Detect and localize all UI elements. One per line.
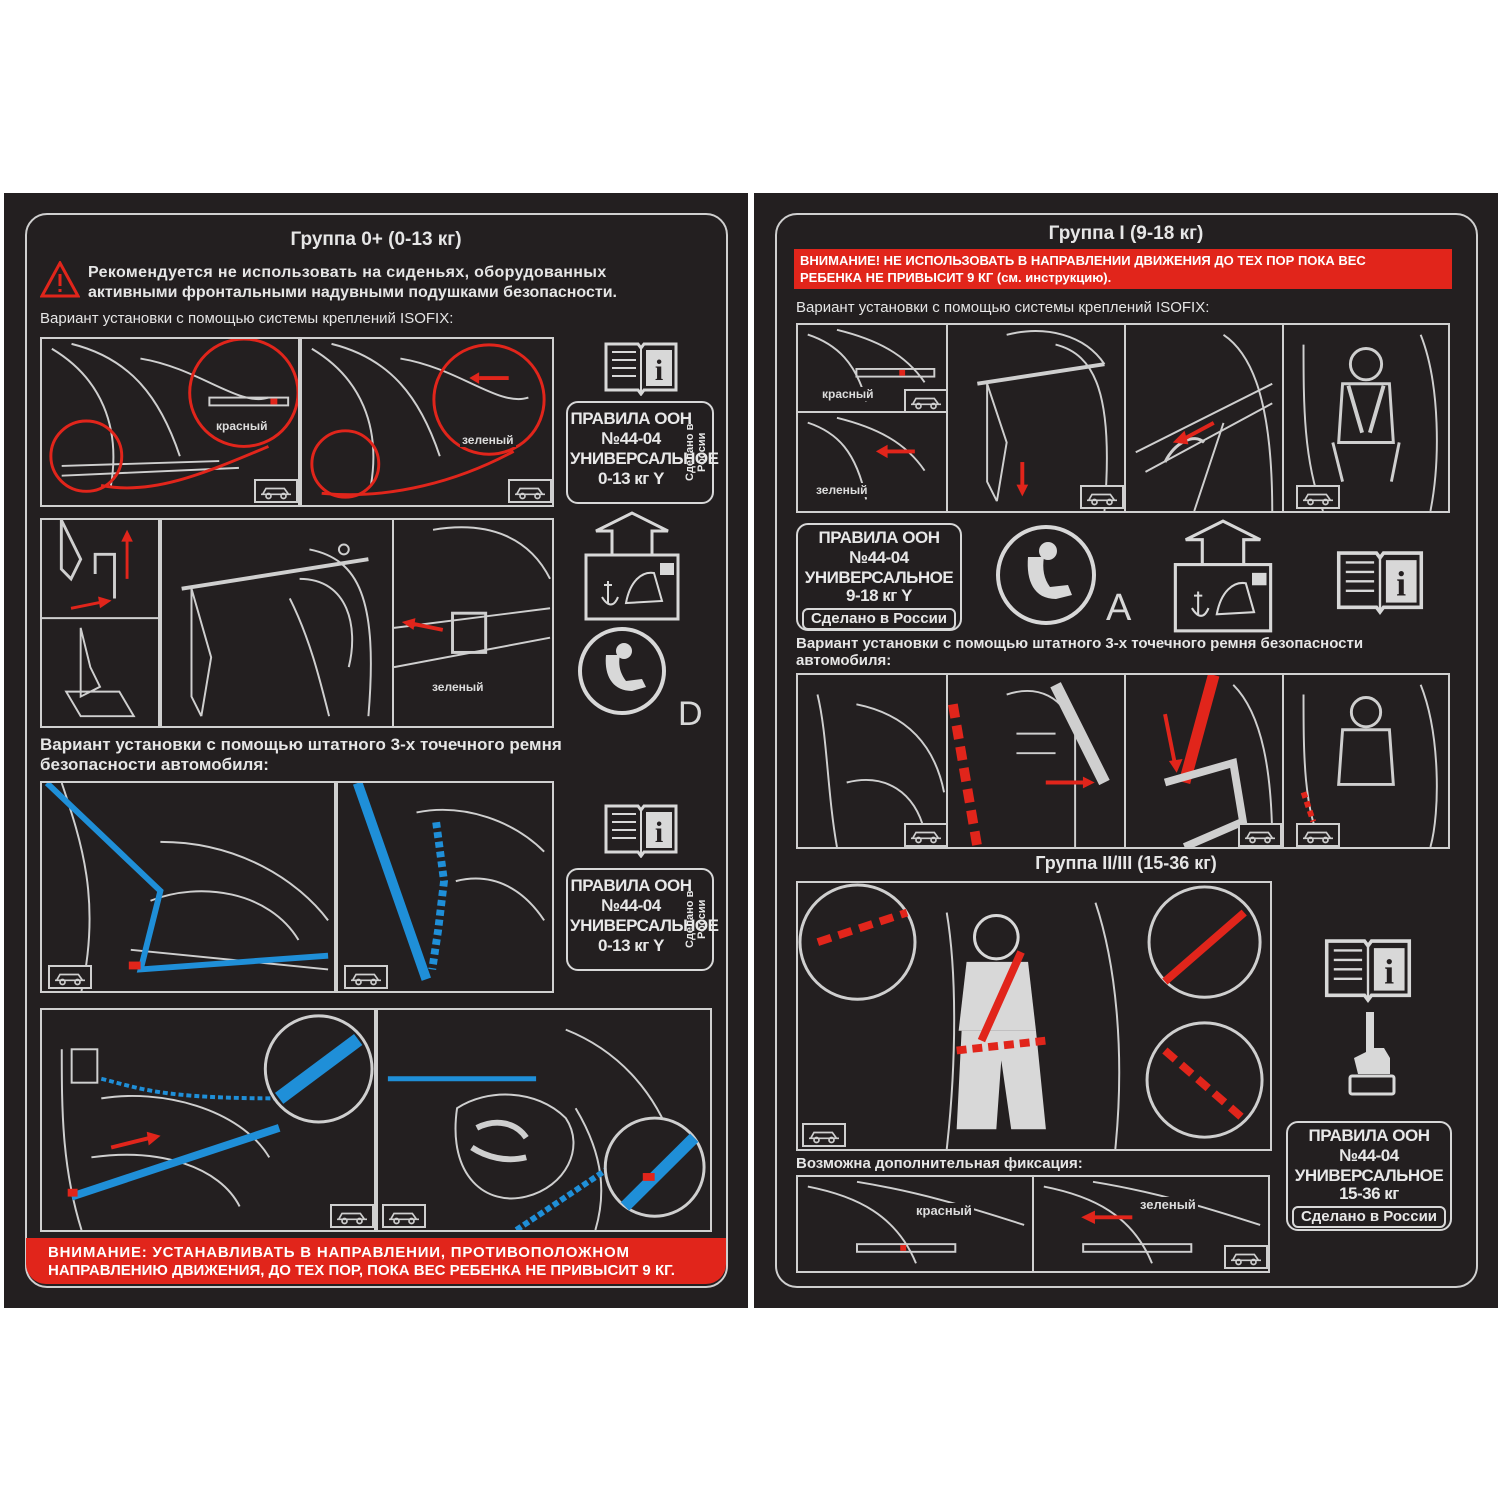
label-green-2: зеленый <box>1138 1197 1198 1212</box>
right-belt-step4 <box>1282 673 1450 849</box>
made-in-russia: Сделано в России <box>684 423 708 482</box>
extra-fixation-red: красный <box>796 1175 1034 1273</box>
left-isofix-heading: Вариант установки с помощью системы креп… <box>40 310 454 327</box>
isofix-step2-illustration: зеленый <box>300 337 554 507</box>
belt-routing-rear-view <box>40 1008 376 1232</box>
isofix-step1-illustration: красный <box>40 337 300 507</box>
isofix-latch-detail <box>40 518 160 728</box>
pointing-finger-icon <box>1348 1012 1396 1096</box>
label-red: красный <box>214 419 270 433</box>
car-icon <box>508 479 552 503</box>
right-belt-step1 <box>796 673 948 849</box>
un-regulation-badge: ПРАВИЛА ООН №44-04 УНИВЕРСАЛЬНОЕ 0-13 кг… <box>566 401 719 504</box>
left-title: Группа 0+ (0-13 кг) <box>290 229 462 250</box>
made-in-russia: Сделано в России <box>802 608 956 630</box>
car-icon <box>1224 1245 1268 1269</box>
right-isofix-step1: красный <box>796 323 948 413</box>
right-frame <box>775 213 1478 1288</box>
car-icon <box>1296 823 1340 847</box>
bottom-warning-line2: НАПРАВЛЕНИЮ ДВИЖЕНИЯ, ДО ТЕХ ПОР, ПОКА В… <box>48 1262 675 1279</box>
car-icon <box>904 823 946 847</box>
manual-book-icon: i <box>604 342 678 396</box>
right-belt-heading-line2: автомобиля: <box>796 652 892 669</box>
left-belt-heading-line1: Вариант установки с помощью штатного 3-х… <box>40 735 562 754</box>
isofix-class-letter: D <box>678 695 703 733</box>
label-red-2: красный <box>914 1203 974 1218</box>
isofix-size-class-icon <box>996 525 1096 625</box>
isofix-seat-install <box>160 518 394 728</box>
belt-install-side-view <box>40 781 336 993</box>
label-green: зеленый <box>460 433 516 447</box>
label-green-2: зеленый <box>430 680 486 694</box>
right-isofix-step5 <box>1282 323 1450 513</box>
isofix-class-letter: A <box>1106 587 1132 629</box>
right-isofix-step3 <box>946 323 1126 513</box>
manual-book-icon: i <box>604 804 678 858</box>
car-icon <box>330 1204 374 1228</box>
car-icon <box>802 1123 846 1147</box>
bottom-warning-bar <box>26 1238 726 1284</box>
made-in-russia: Сделано в России <box>684 890 708 949</box>
isofix-size-class-icon <box>578 627 666 715</box>
un-regulation-badge-right: ПРАВИЛА ООН №44-04 УНИВЕРСАЛЬНОЕ 9-18 кг… <box>796 523 962 631</box>
right-belt-step3 <box>1124 673 1284 849</box>
car-icon <box>48 965 92 989</box>
car-icon <box>1296 485 1340 509</box>
top-warning-line1: ВНИМАНИЕ! НЕ ИСПОЛЬЗОВАТЬ В НАПРАВЛЕНИИ … <box>800 253 1366 268</box>
belt-install-front-view <box>336 781 554 993</box>
left-belt-heading-line2: безопасности автомобиля: <box>40 755 269 774</box>
svg-text:i: i <box>655 816 663 849</box>
left-sheet: Группа 0+ (0-13 кг) Рекомендуется не исп… <box>4 193 748 1308</box>
right-isofix-heading: Вариант установки с помощью системы креп… <box>796 299 1210 316</box>
right-sheet: Группа I (9-18 кг) ВНИМАНИЕ! НЕ ИСПОЛЬЗО… <box>754 193 1498 1308</box>
right-belt-heading-line1: Вариант установки с помощью штатного 3-х… <box>796 635 1364 652</box>
svg-text:i: i <box>1384 952 1394 992</box>
car-icon <box>1080 485 1124 509</box>
left-warning-line2: активными фронтальными надувными подушка… <box>88 284 617 301</box>
un-regulation-badge-2: ПРАВИЛА ООН №44-04 УНИВЕРСАЛЬНОЕ 0-13 кг… <box>566 868 719 971</box>
extra-fixation-green: зеленый <box>1032 1175 1270 1273</box>
right-belt-step2 <box>946 673 1126 849</box>
label-red: красный <box>820 387 876 401</box>
car-icon <box>382 1204 426 1228</box>
label-green: зеленый <box>814 483 870 497</box>
right-title: Группа I (9-18 кг) <box>1048 223 1204 244</box>
car-icon <box>344 965 388 989</box>
car-icon <box>1238 823 1282 847</box>
isofix-connector-detail: зеленый <box>392 518 554 728</box>
left-frame <box>25 213 728 1288</box>
top-warning-bar <box>794 249 1452 289</box>
car-icon <box>904 389 946 411</box>
warning-icon <box>40 261 80 298</box>
right-isofix-step4 <box>1124 323 1284 513</box>
extra-fixation-heading: Возможна дополнительная фиксация: <box>796 1155 1083 1172</box>
bottom-warning-line1: ВНИМАНИЕ: УСТАНАВЛИВАТЬ В НАПРАВЛЕНИИ, П… <box>48 1244 630 1261</box>
install-direction-icon <box>1173 519 1273 633</box>
un-regulation-badge-group2: ПРАВИЛА ООН №44-04 УНИВЕРСАЛЬНОЕ 15-36 к… <box>1286 1121 1452 1231</box>
svg-text:i: i <box>655 354 663 387</box>
car-icon <box>254 479 298 503</box>
left-warning-line1: Рекомендуется не использовать на сиденья… <box>88 264 607 281</box>
top-warning-line2: РЕБЕНКА НЕ ПРИВЫСИТ 9 КГ (см. инструкцию… <box>800 270 1112 285</box>
manual-book-icon: i <box>1324 939 1412 1003</box>
group2-title: Группа II/III (15-36 кг) <box>1035 853 1217 873</box>
group2-illustration <box>796 881 1272 1151</box>
belt-routing-top-view <box>376 1008 712 1232</box>
manual-book-icon: i <box>1336 551 1424 615</box>
made-in-russia: Сделано в России <box>1292 1206 1446 1228</box>
install-direction-icon <box>584 511 680 621</box>
svg-text:i: i <box>1396 564 1406 604</box>
right-isofix-step2: зеленый <box>796 411 948 513</box>
